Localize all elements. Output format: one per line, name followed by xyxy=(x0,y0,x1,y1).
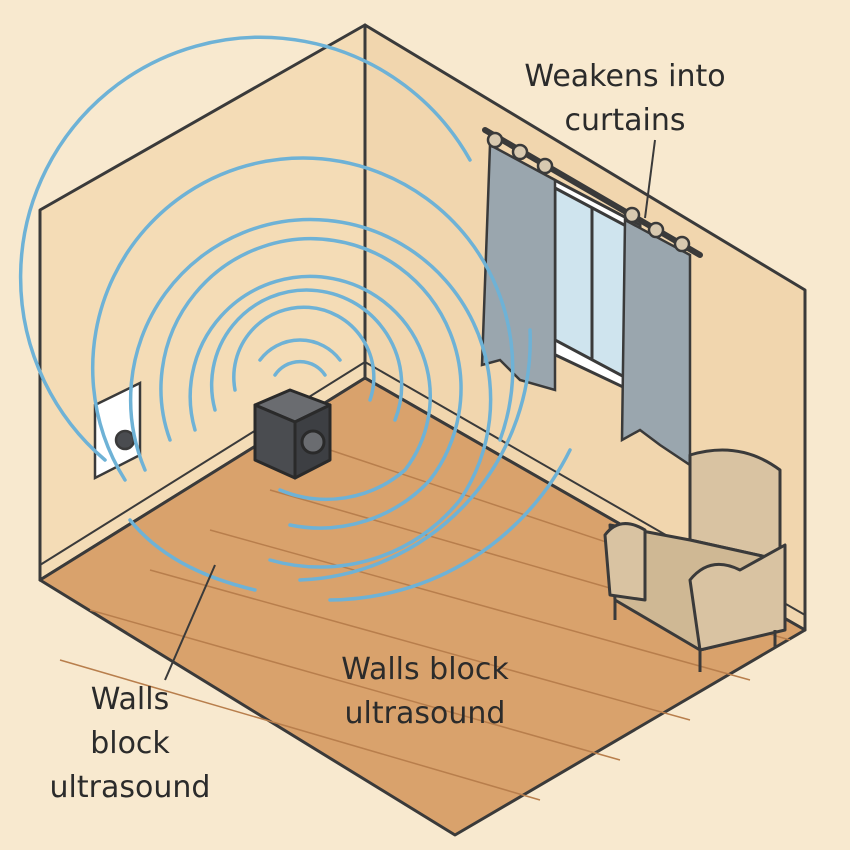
armchair xyxy=(603,448,787,672)
ultrasonic-device xyxy=(253,388,332,480)
plug-icon xyxy=(114,429,136,451)
label-line: curtains xyxy=(564,103,686,138)
label-curtains: Weakens into curtains xyxy=(495,55,755,143)
curtains xyxy=(480,131,692,468)
label-walls-left: Walls block ultrasound xyxy=(45,678,215,810)
curtain-pointer xyxy=(644,139,656,219)
label-line: ultrasound xyxy=(49,770,211,805)
label-line: Walls block xyxy=(341,652,509,687)
label-line: Weakens into xyxy=(524,59,726,94)
label-line: ultrasound xyxy=(344,696,506,731)
label-line: Walls xyxy=(90,682,170,717)
label-walls-center: Walls block ultrasound xyxy=(300,648,550,736)
baseboard-left xyxy=(39,361,366,566)
floor-planks xyxy=(59,449,791,801)
ultrasound-waves xyxy=(18,35,572,602)
label-line: block xyxy=(90,726,170,761)
walls-pointer xyxy=(164,564,216,681)
